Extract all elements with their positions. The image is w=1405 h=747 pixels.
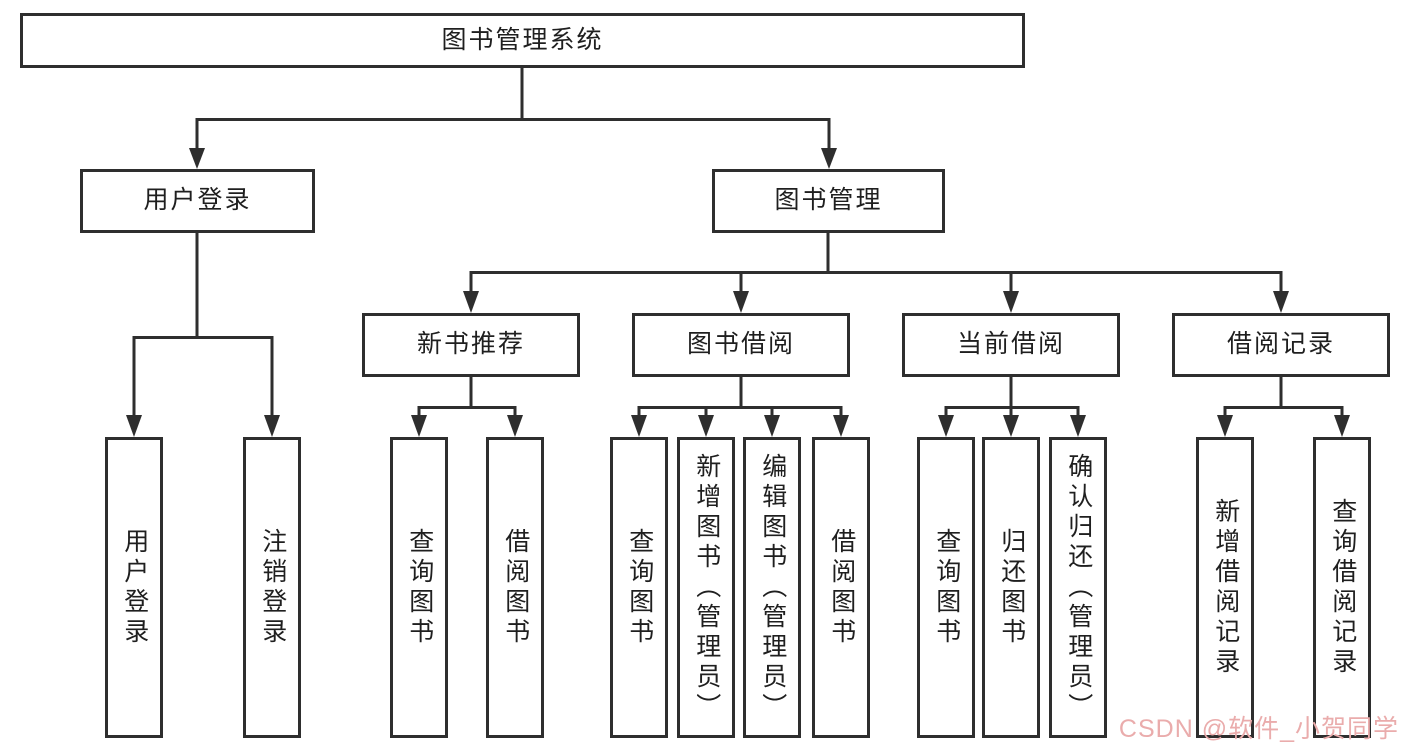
leaf-records-add-borrow-record: 新增借阅记录 <box>1196 437 1254 738</box>
node-label: 图书管理系统 <box>441 25 604 54</box>
leaf-user-login: 用户登录 <box>105 437 163 738</box>
node-label: 用户登录 <box>120 527 149 648</box>
arrowhead <box>764 415 780 437</box>
node-label: 新增图书（管理员） <box>692 452 721 723</box>
connector-borrowrecords-children <box>1223 377 1344 416</box>
node-label: 图书借阅 <box>686 330 795 359</box>
node-label: 归还图书 <box>997 527 1026 648</box>
node-borrow-records: 借阅记录 <box>1172 313 1390 377</box>
node-label: 借阅图书 <box>827 527 856 648</box>
leaf-newbook-borrow-books: 借阅图书 <box>486 437 544 738</box>
connector-currentborrow-children <box>944 377 1080 416</box>
node-label: 查询图书 <box>625 527 654 648</box>
leaf-currentborrow-query-books: 查询图书 <box>917 437 975 738</box>
node-label: 查询图书 <box>932 527 961 648</box>
arrowhead <box>411 415 427 437</box>
connector-book-branch <box>469 233 1283 292</box>
arrowhead <box>507 415 523 437</box>
leaf-bookborrow-borrow-books: 借阅图书 <box>812 437 870 738</box>
node-label: 借阅图书 <box>501 527 530 648</box>
node-label: 当前借阅 <box>956 330 1065 359</box>
arrowhead <box>126 415 142 437</box>
node-label: 查询借阅记录 <box>1328 497 1357 678</box>
node-new-book-recommend: 新书推荐 <box>362 313 580 377</box>
leaf-currentborrow-confirm-return-admin: 确认归还（管理员） <box>1049 437 1107 738</box>
connector-newbook-children <box>417 377 517 416</box>
node-label: 新书推荐 <box>416 330 525 359</box>
arrowhead <box>264 415 280 437</box>
arrowhead <box>1217 415 1233 437</box>
leaf-bookborrow-edit-books-admin: 编辑图书（管理员） <box>743 437 801 738</box>
leaf-records-query-borrow-record: 查询借阅记录 <box>1313 437 1371 738</box>
arrowhead <box>698 415 714 437</box>
arrowhead <box>1070 415 1086 437</box>
connector-bookborrow-children <box>637 377 843 416</box>
leaf-currentborrow-return-books: 归还图书 <box>982 437 1040 738</box>
arrowhead <box>1334 415 1350 437</box>
arrowhead <box>833 415 849 437</box>
arrowhead <box>1273 291 1289 313</box>
csdn-watermark: CSDN @软件_小贺同学 <box>1118 715 1399 743</box>
arrowhead <box>1003 415 1019 437</box>
connector-root-to-level2 <box>195 68 831 149</box>
node-book-management-branch: 图书管理 <box>712 169 945 233</box>
node-label: 编辑图书（管理员） <box>758 452 787 723</box>
arrowhead <box>463 291 479 313</box>
node-label: 新增借阅记录 <box>1211 497 1240 678</box>
arrowhead <box>938 415 954 437</box>
node-label: 借阅记录 <box>1226 330 1335 359</box>
leaf-newbook-query-books: 查询图书 <box>390 437 448 738</box>
arrowhead <box>733 291 749 313</box>
node-root-library-management-system: 图书管理系统 <box>20 13 1025 68</box>
node-book-borrow: 图书借阅 <box>632 313 850 377</box>
node-label: 图书管理 <box>774 186 883 215</box>
leaf-logout: 注销登录 <box>243 437 301 738</box>
node-label: 确认归还（管理员） <box>1064 452 1093 723</box>
arrowhead <box>189 148 205 169</box>
node-label: 用户登录 <box>143 186 252 215</box>
arrowhead <box>821 148 837 169</box>
arrowhead <box>1003 291 1019 313</box>
node-label: 注销登录 <box>258 527 287 648</box>
node-current-borrow: 当前借阅 <box>902 313 1120 377</box>
leaf-bookborrow-add-books-admin: 新增图书（管理员） <box>677 437 735 738</box>
node-user-login-branch: 用户登录 <box>80 169 315 233</box>
leaf-bookborrow-query-books: 查询图书 <box>610 437 668 738</box>
connector-user-branch <box>132 233 274 416</box>
node-label: 查询图书 <box>405 527 434 648</box>
arrowhead <box>631 415 647 437</box>
